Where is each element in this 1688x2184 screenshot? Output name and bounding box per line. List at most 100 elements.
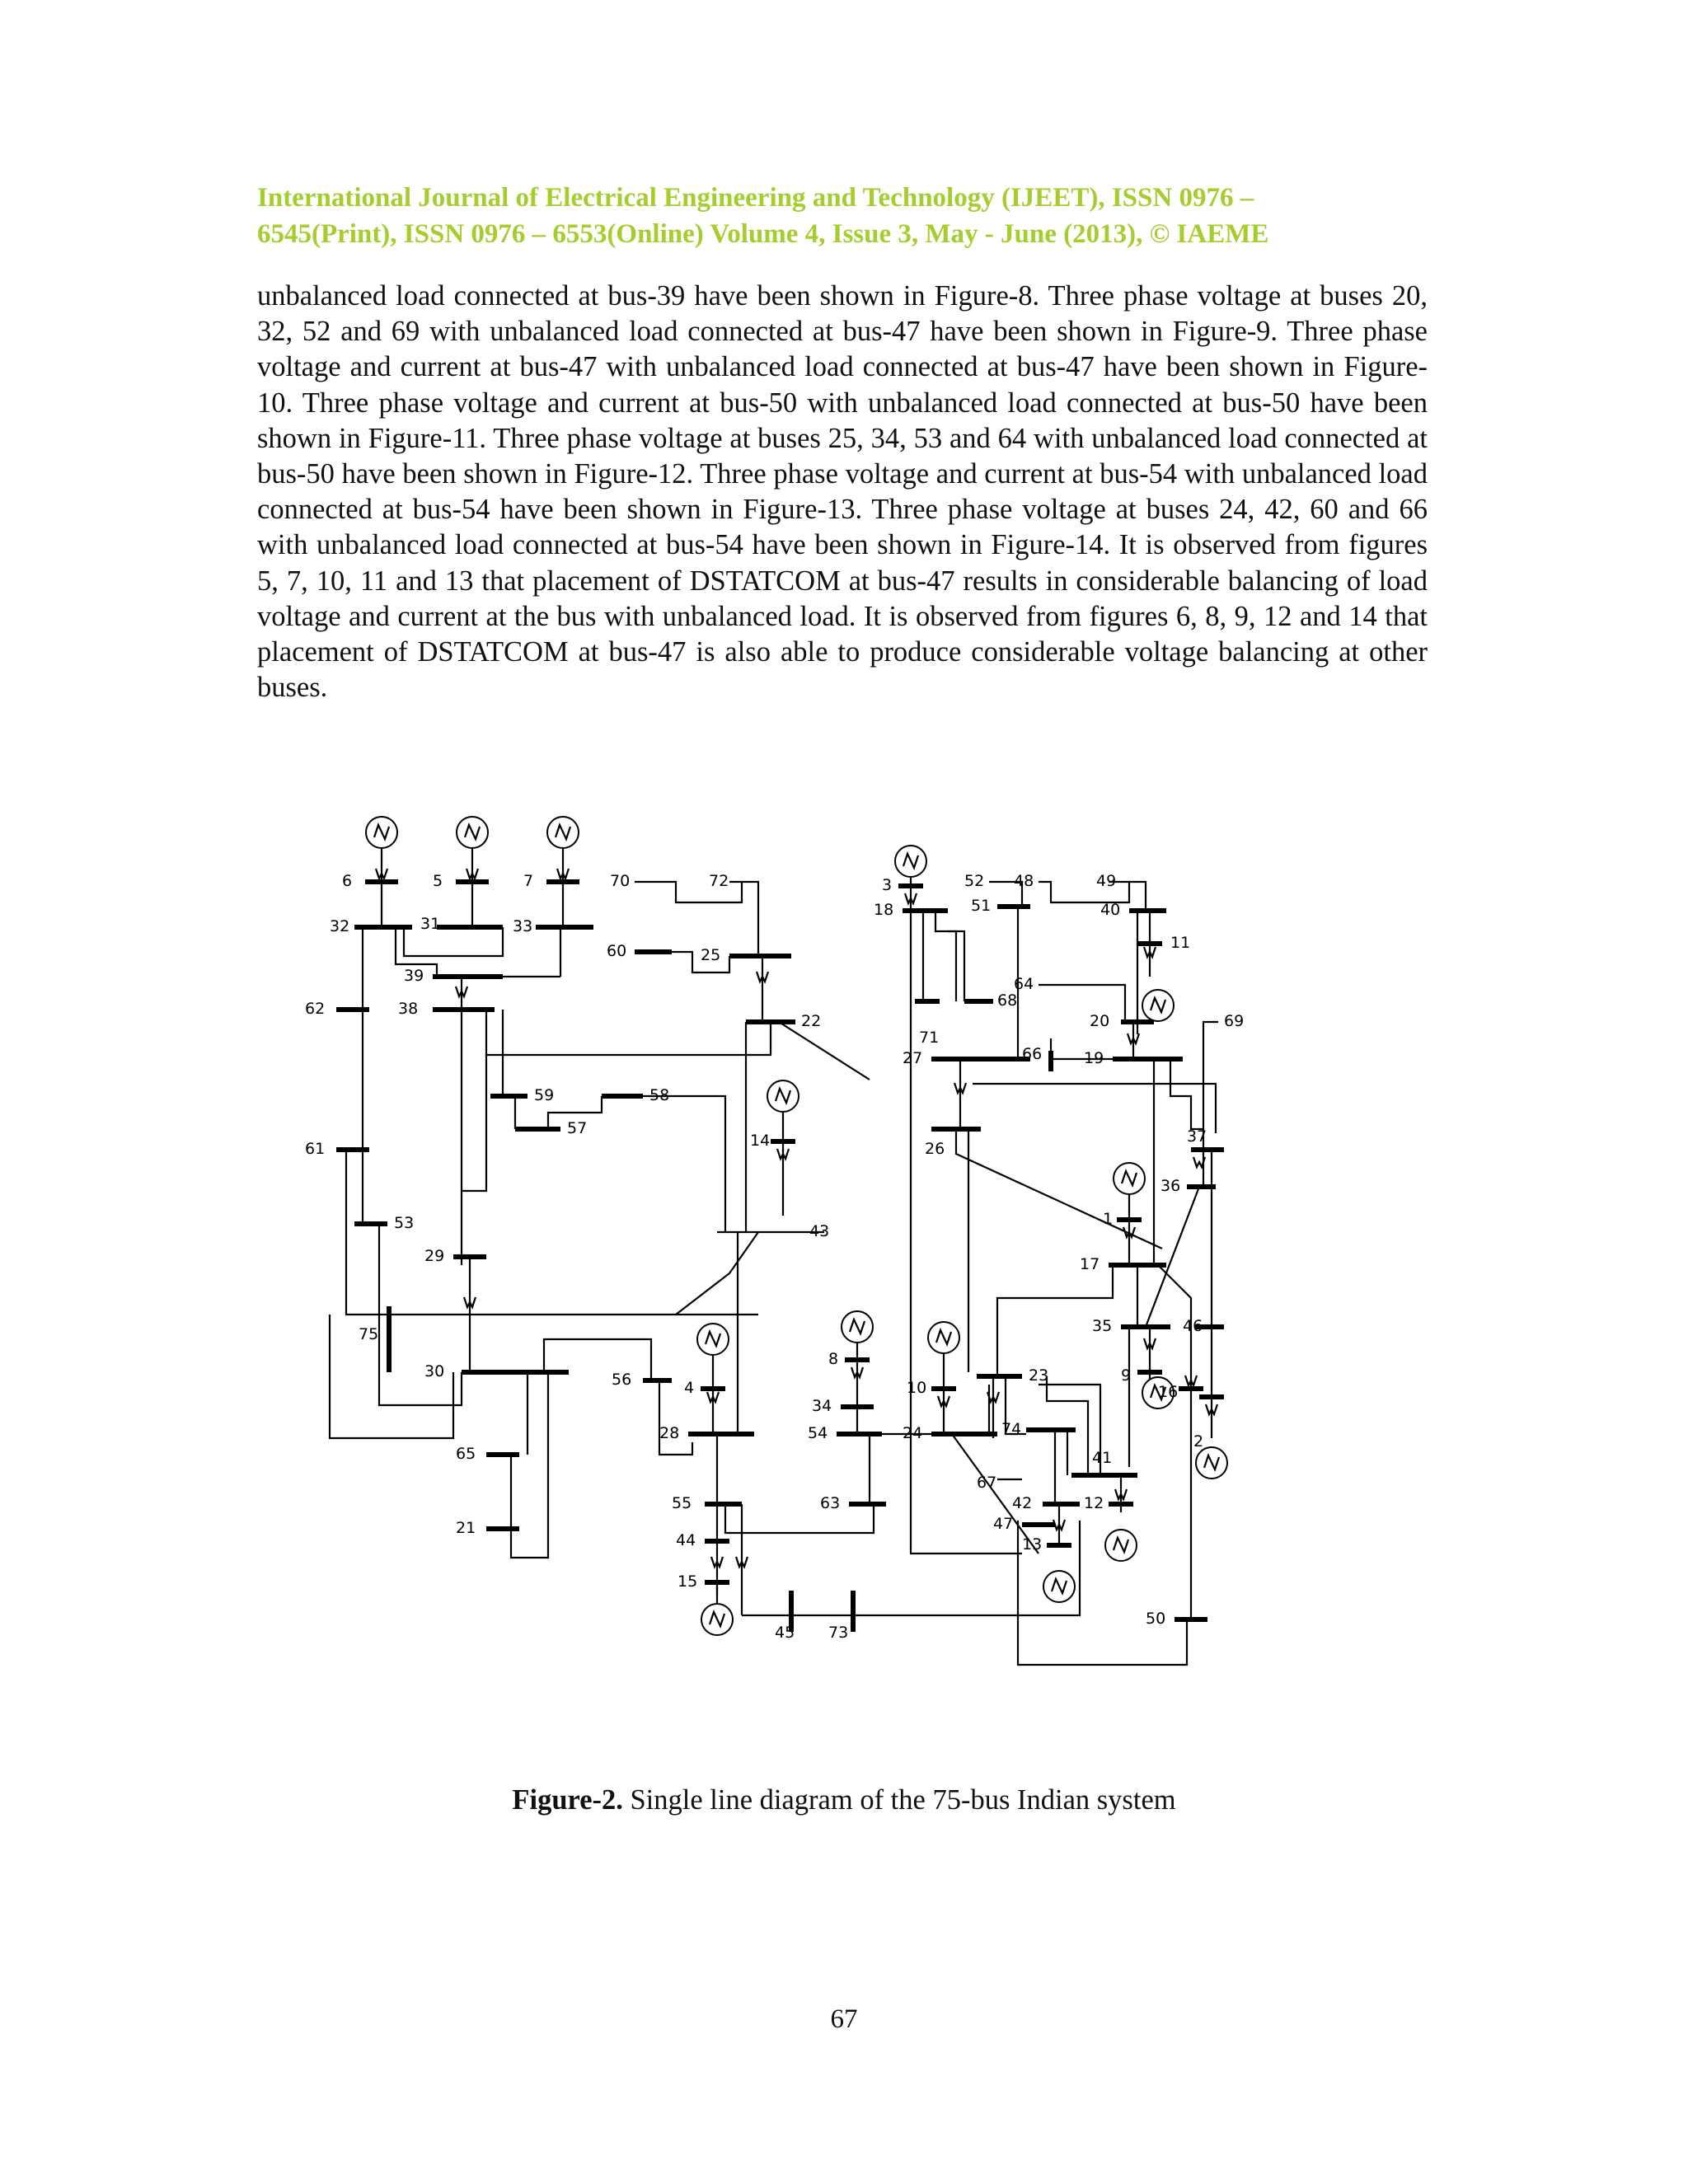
transformer-b37-icon — [1192, 1156, 1207, 1169]
bus-label-b59: 59 — [534, 1086, 554, 1104]
generator-b5-sine — [463, 823, 481, 841]
transformer-b25-icon — [755, 971, 770, 984]
bus-label-b53: 53 — [394, 1214, 414, 1232]
link-50-47 — [1016, 1521, 1189, 1666]
bus-label-b28: 28 — [659, 1424, 679, 1442]
bus-label-b66: 66 — [1022, 1045, 1042, 1063]
link-43-56 — [675, 1231, 759, 1315]
link-48-49 — [1039, 880, 1131, 904]
link-61-30 — [328, 1315, 455, 1440]
transformer-b7-icon — [556, 868, 570, 881]
link-30-56 — [542, 1338, 653, 1380]
link-23-41 — [1045, 1376, 1090, 1475]
link-73-47 — [853, 1521, 1081, 1617]
link-72-25 — [729, 880, 760, 956]
generator-b4-sine — [704, 1329, 722, 1348]
bus-label-b32: 32 — [330, 917, 349, 935]
journal-header-line-2: 6545(Print), ISSN 0976 – 6553(Online) Vo… — [257, 219, 1269, 249]
journal-header-line-1: International Journal of Electrical Engi… — [257, 183, 1254, 213]
link-38-61 — [462, 1055, 488, 1193]
bus-label-b15: 15 — [678, 1572, 697, 1591]
transformer-b46-icon — [1204, 1404, 1219, 1417]
link-56-28 — [658, 1380, 694, 1456]
bus-label-b30: 30 — [424, 1362, 444, 1380]
bus-label-b62: 62 — [305, 1000, 325, 1018]
bus-label-b42: 42 — [1012, 1494, 1032, 1512]
bus-label-b27: 27 — [903, 1049, 922, 1067]
transformer-b45-icon — [734, 1556, 749, 1569]
link-36-35 — [1144, 1186, 1201, 1328]
transformer-b4-icon — [706, 1391, 720, 1404]
link-23-74 — [1004, 1376, 1026, 1436]
bus-label-b6: 6 — [342, 872, 352, 890]
bus-label-b69: 69 — [1224, 1012, 1244, 1030]
bus-label-b7: 7 — [523, 872, 533, 890]
figure-caption-label: Figure-2. — [512, 1784, 623, 1816]
figure-caption: Figure-2. Single line diagram of the 75-… — [0, 1784, 1688, 1816]
generator-b13-sine — [1050, 1577, 1068, 1596]
bus-label-b17: 17 — [1080, 1255, 1100, 1273]
generator-b15-sine — [708, 1610, 726, 1629]
transformer-b39-icon — [454, 986, 469, 999]
link-18-47 — [909, 911, 1022, 1555]
generator-b7-sine — [554, 823, 572, 841]
link-26-19 — [973, 1082, 1217, 1133]
link-18-68 — [934, 911, 958, 1001]
link-55-63 — [724, 1504, 875, 1535]
transformer-b42-icon — [1052, 1519, 1067, 1532]
link-17-16 — [1157, 1264, 1193, 1397]
bus-label-b51: 51 — [971, 897, 991, 915]
bus-label-b73: 73 — [828, 1624, 848, 1642]
link-19-36 — [1169, 1059, 1203, 1131]
link-60-25 — [672, 950, 731, 974]
generator-b3-sine — [902, 851, 920, 870]
bus-label-b18: 18 — [874, 901, 893, 919]
bus-label-b70: 70 — [610, 872, 630, 890]
transformer-b23-icon — [986, 1391, 1001, 1404]
bus-label-b41: 41 — [1092, 1449, 1112, 1467]
bus-label-b50: 50 — [1146, 1610, 1165, 1628]
bus-label-b1: 1 — [1103, 1210, 1113, 1228]
bus-label-b74: 74 — [1001, 1420, 1021, 1438]
bus-label-b72: 72 — [709, 872, 729, 890]
journal-header: International Journal of Electrical Engi… — [257, 180, 1428, 252]
bus-label-b68: 68 — [997, 991, 1017, 1010]
bus-label-b56: 56 — [612, 1371, 631, 1389]
bus-label-b4: 4 — [684, 1379, 694, 1397]
bus-label-b35: 35 — [1092, 1317, 1112, 1335]
transformer-b3-icon — [903, 893, 918, 906]
transformer-b16-icon — [1184, 1375, 1198, 1388]
transformer-b1-icon — [1122, 1226, 1137, 1240]
bus-label-b8: 8 — [828, 1350, 838, 1368]
transformer-b41-icon — [1114, 1488, 1128, 1502]
bus-label-b34: 34 — [812, 1397, 832, 1415]
bus-label-b64: 64 — [1014, 975, 1034, 993]
bus-label-b19: 19 — [1084, 1049, 1104, 1067]
bus-label-b61: 61 — [305, 1140, 325, 1158]
link-23-41b — [1039, 1383, 1102, 1475]
generator-b6-sine — [373, 823, 391, 841]
bus-label-b16: 16 — [1158, 1383, 1178, 1401]
bus-label-b46: 46 — [1183, 1317, 1203, 1335]
link-49-40 — [1109, 880, 1147, 911]
bus-label-b55: 55 — [672, 1494, 692, 1512]
generator-b9-sine — [1149, 1383, 1167, 1402]
bus-label-b26: 26 — [925, 1140, 945, 1158]
link-18-68b — [948, 930, 966, 1001]
bus-label-b43: 43 — [809, 1222, 829, 1240]
page-number: 67 — [830, 2004, 858, 2034]
generator-b12-sine — [1112, 1535, 1130, 1554]
bus-label-b37: 37 — [1187, 1127, 1207, 1146]
link-69-37 — [1202, 1020, 1218, 1150]
link-64-20 — [1039, 983, 1127, 1022]
bus-label-b39: 39 — [404, 967, 424, 985]
bus-label-b25: 25 — [701, 946, 720, 964]
bus-label-b49: 49 — [1096, 872, 1116, 890]
bus-label-b31: 31 — [420, 915, 440, 933]
transformer-b20-icon — [1126, 1033, 1141, 1046]
link-32-39 — [394, 927, 438, 977]
bus-label-b40: 40 — [1100, 901, 1120, 919]
generator-b2-sine — [1203, 1453, 1221, 1472]
